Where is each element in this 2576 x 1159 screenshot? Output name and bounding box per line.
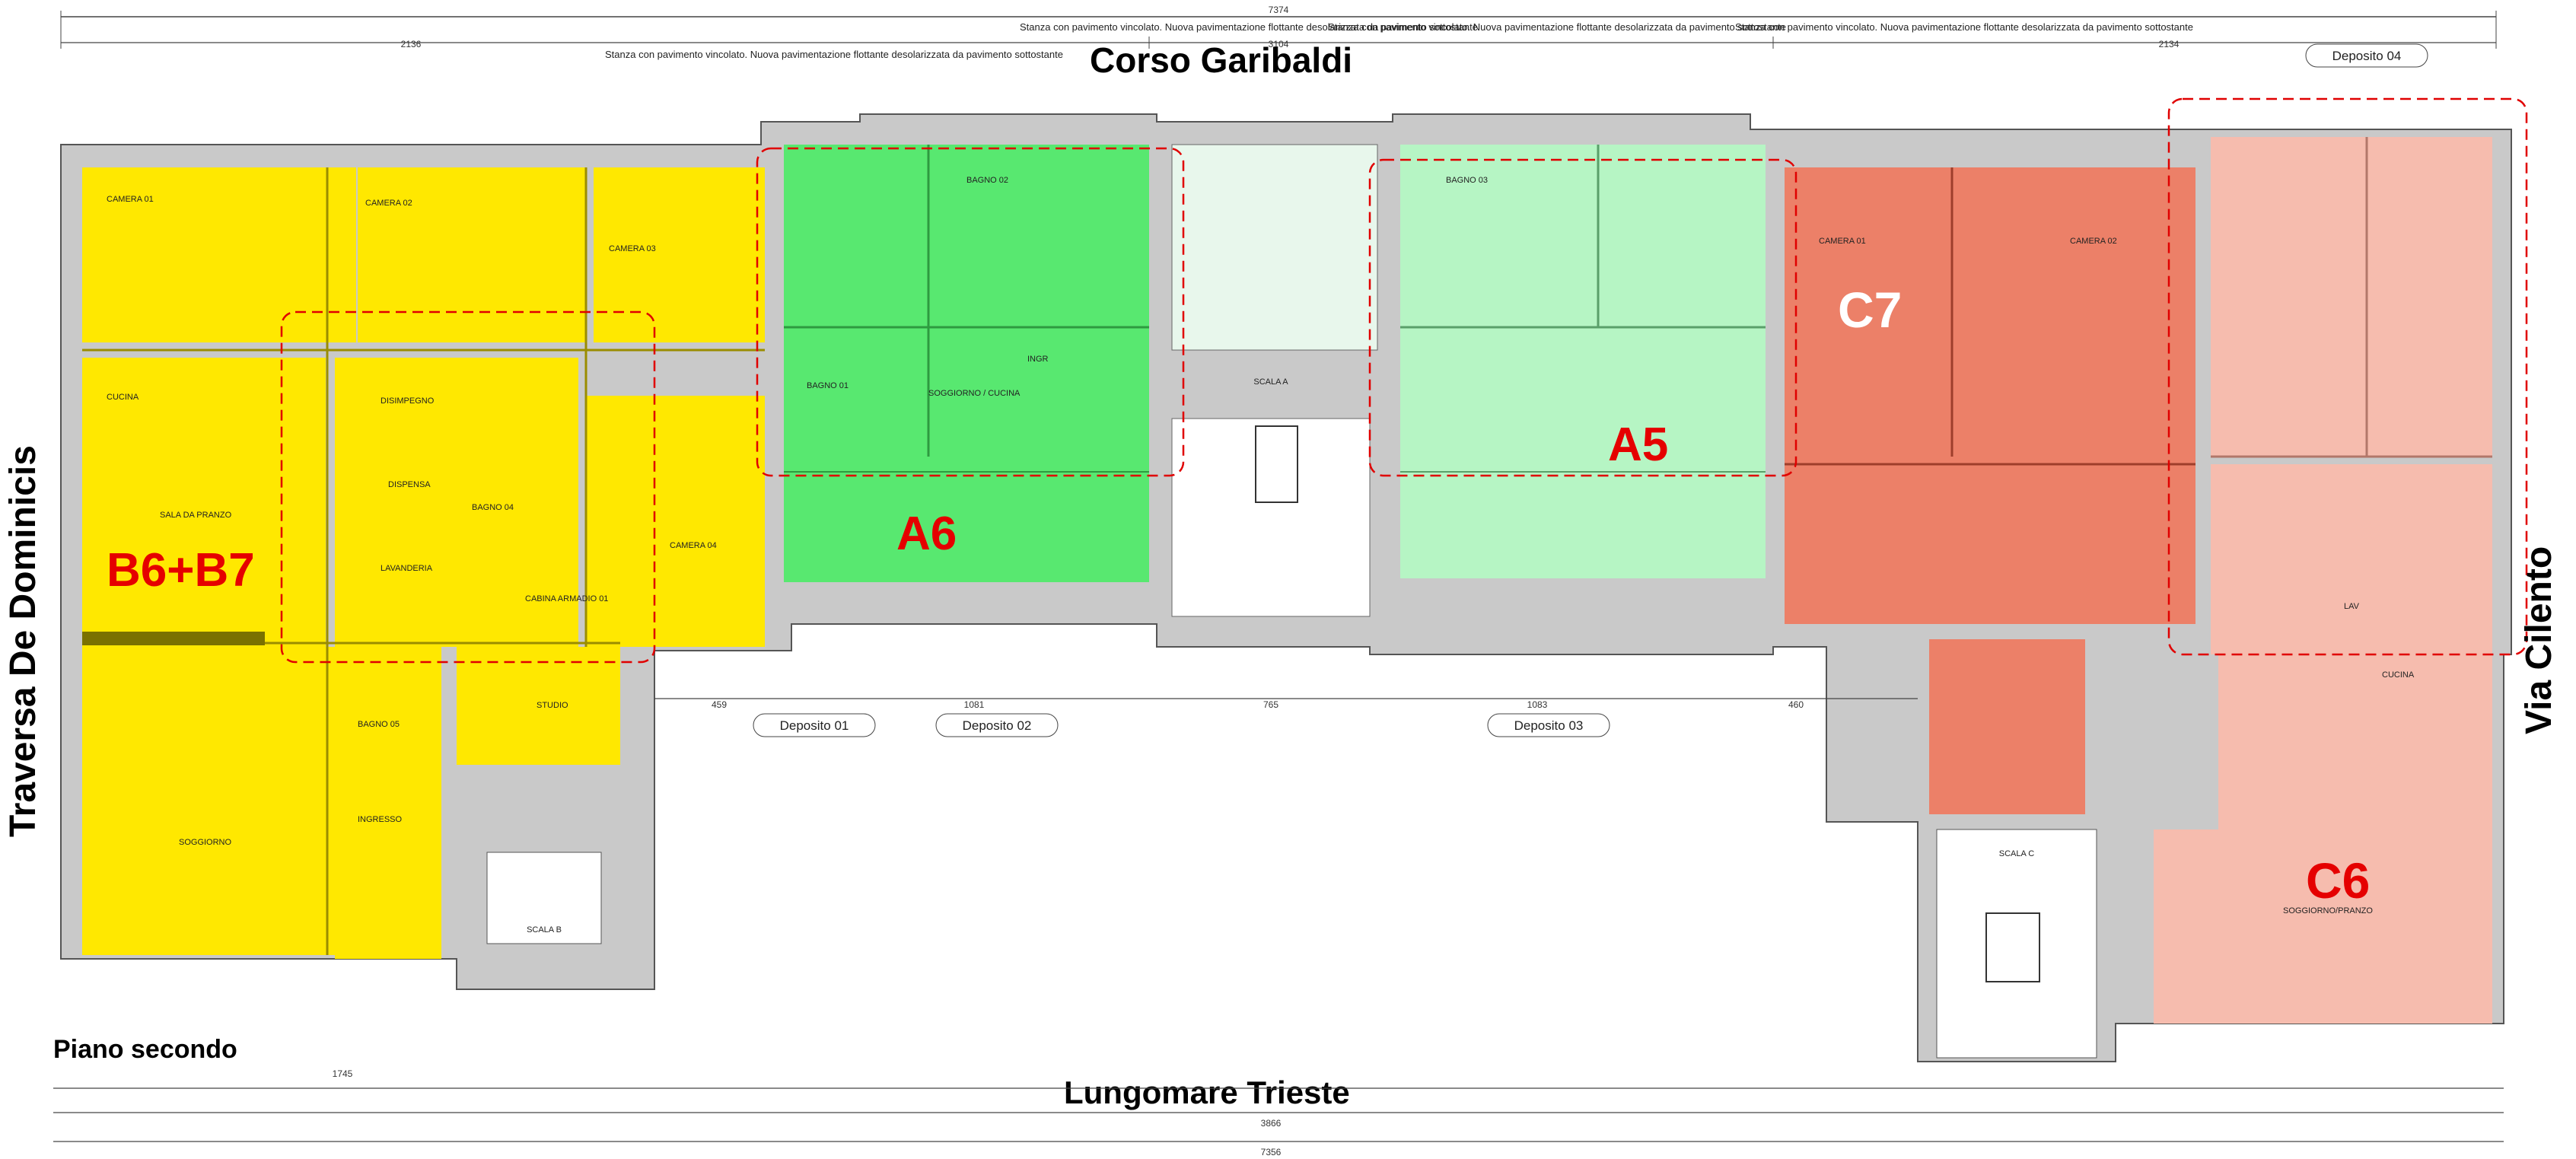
room-label: CAMERA 01 <box>1819 237 1866 246</box>
room-label: BAGNO 04 <box>472 503 514 512</box>
unit-c7 <box>1785 167 2195 814</box>
unit-c6 <box>2154 137 2492 1024</box>
unit-label-a6: A6 <box>896 508 957 560</box>
room-label: SOGGIORNO <box>179 838 232 847</box>
unit-label-b6-b7: B6+B7 <box>107 544 255 597</box>
room-label: LAV <box>2344 602 2360 611</box>
unit-a6 <box>784 145 1149 582</box>
deposit-label: Deposito 04 <box>2332 49 2402 63</box>
dim-top-right: 2134 <box>2159 39 2180 49</box>
street-names: Corso Garibaldi Lungomare Trieste Traver… <box>3 40 2559 1110</box>
note-3: Stanza con pavimento vincolato. Nuova pa… <box>1328 21 1786 33</box>
stair-a: SCALA A <box>1171 144 1378 617</box>
dim-bottom: 3866 <box>1261 1118 1282 1129</box>
floor-label: Piano secondo <box>53 1035 237 1064</box>
room-label: CAMERA 04 <box>670 541 717 550</box>
stair-c: SCALA C <box>1936 829 2097 1059</box>
dim-mid: 765 <box>1263 699 1278 710</box>
unit-label-c7: C7 <box>1838 282 1902 338</box>
room-label: CUCINA <box>107 393 139 402</box>
bottom-dimension-lines: 1745 3866 7356 <box>53 1068 2504 1157</box>
dim-bottom: 7356 <box>1261 1147 1282 1157</box>
room-label: BAGNO 01 <box>807 381 849 390</box>
unit-boundaries <box>280 97 2528 664</box>
room-labels: CAMERA 01 CAMERA 02 CAMERA 03 CAMERA 04 … <box>107 176 2415 915</box>
room-label: SALA DA PRANZO <box>160 511 232 520</box>
dim-mid: 1081 <box>964 699 985 710</box>
stair-c-label: SCALA C <box>1999 849 2035 858</box>
deposit-label: Deposito 03 <box>1514 718 1584 733</box>
unit-label-a5: A5 <box>1608 419 1668 471</box>
street-right: Via Cilento <box>2519 546 2559 734</box>
deposit-tags: Deposito 01 Deposito 02 Deposito 03 Depo… <box>753 43 2428 737</box>
stair-a-label: SCALA A <box>1253 377 1288 387</box>
room-label: CAMERA 03 <box>609 244 656 253</box>
unit-a5 <box>1400 145 1766 578</box>
street-top: Corso Garibaldi <box>1090 40 1352 80</box>
room-label: BAGNO 02 <box>966 176 1008 185</box>
dim-mid: 1083 <box>1527 699 1548 710</box>
street-left: Traversa De Dominicis <box>3 445 43 837</box>
room-label: STUDIO <box>537 701 568 710</box>
note-4: Stanza con pavimento vincolato. Nuova pa… <box>1735 21 2193 33</box>
room-label: BAGNO 03 <box>1446 176 1488 185</box>
room-label: CABINA ARMADIO 01 <box>525 594 608 603</box>
top-dimension-lines: 7374 2136 3104 2134 <box>60 5 2497 49</box>
room-label: BAGNO 05 <box>358 720 400 729</box>
stair-b-label: SCALA B <box>527 925 562 935</box>
stair-b: SCALA B <box>486 852 602 944</box>
notes: Stanza con pavimento vincolato. Nuova pa… <box>605 21 2193 60</box>
deposit-label: Deposito 01 <box>780 718 849 733</box>
room-label: SOGGIORNO / CUCINA <box>928 389 1021 398</box>
room-label: DISIMPEGNO <box>381 396 435 406</box>
unit-b6-b7 <box>82 167 765 959</box>
dim-mid: 460 <box>1788 699 1804 710</box>
room-label: CAMERA 01 <box>107 195 154 204</box>
room-label: INGRESSO <box>358 815 403 824</box>
room-label: CUCINA <box>2382 670 2415 680</box>
room-label: INGR <box>1027 355 1049 364</box>
mid-dimension-line: 459 1081 765 1083 460 <box>654 698 1918 710</box>
deposit-label: Deposito 02 <box>963 718 1032 733</box>
dim-bottom: 1745 <box>333 1068 353 1079</box>
dim-top-center: 3104 <box>1269 39 1289 49</box>
room-label: LAVANDERIA <box>381 564 433 573</box>
dim-top-left: 2136 <box>401 39 422 49</box>
dim-mid: 459 <box>712 699 727 710</box>
room-label: CAMERA 02 <box>2070 237 2117 246</box>
unit-labels: B6+B7 A6 A5 C7 C6 <box>107 282 2370 909</box>
room-label: SOGGIORNO/PRANZO <box>2283 906 2373 915</box>
room-label: CAMERA 02 <box>365 199 412 208</box>
note-1: Stanza con pavimento vincolato. Nuova pa… <box>605 49 1063 60</box>
street-bottom: Lungomare Trieste <box>1064 1075 1350 1110</box>
note-2: Stanza con pavimento vincolato. Nuova pa… <box>1020 21 1478 33</box>
dim-top-total: 7374 <box>1269 5 1289 15</box>
room-label: DISPENSA <box>388 480 431 489</box>
unit-label-c6: C6 <box>2306 852 2370 909</box>
